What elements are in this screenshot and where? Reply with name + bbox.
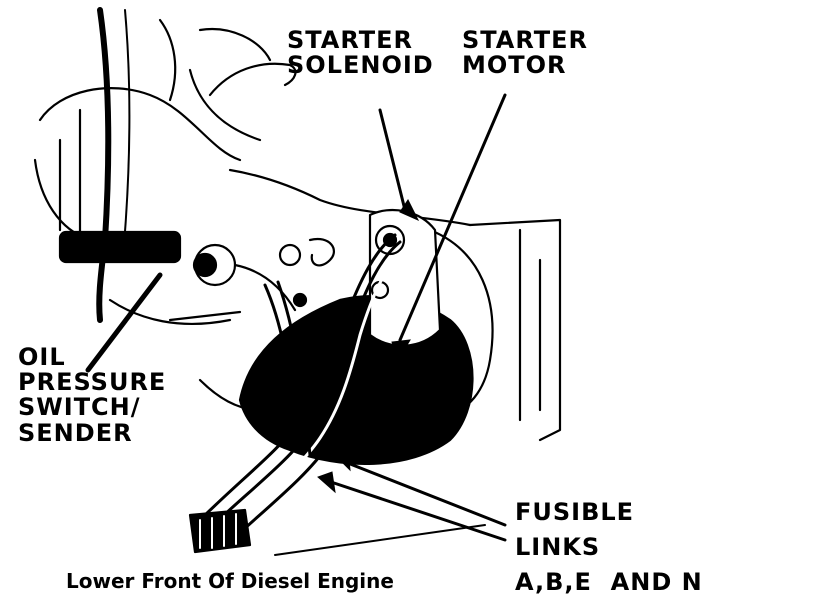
oil-pressure-line-2: PRESSURE (18, 370, 166, 395)
oil-pressure-line-4: SENDER (18, 421, 166, 446)
oil-pressure-switch-label: OIL PRESSURE SWITCH/ SENDER (18, 345, 166, 446)
fusible-links-line-1: FUSIBLE (515, 495, 703, 530)
fusible-links-line-2: LINKS (515, 530, 703, 565)
oil-pressure-line-1: OIL (18, 345, 166, 370)
oil-pressure-line-3: SWITCH/ (18, 395, 166, 420)
starter-motor-line-1: STARTER (462, 28, 588, 53)
starter-motor-line-2: MOTOR (462, 53, 588, 78)
fusible-links-line-3: A,B,E AND N (515, 565, 703, 600)
starter-solenoid-label: STARTER SOLENOID (287, 28, 434, 78)
starter-solenoid-line-2: SOLENOID (287, 53, 434, 78)
starter-motor-label: STARTER MOTOR (462, 28, 588, 78)
starter-solenoid-line-1: STARTER (287, 28, 434, 53)
diagram-caption: Lower Front Of Diesel Engine (66, 571, 394, 592)
fusible-links-label: FUSIBLE LINKS A,B,E AND N (515, 495, 703, 599)
